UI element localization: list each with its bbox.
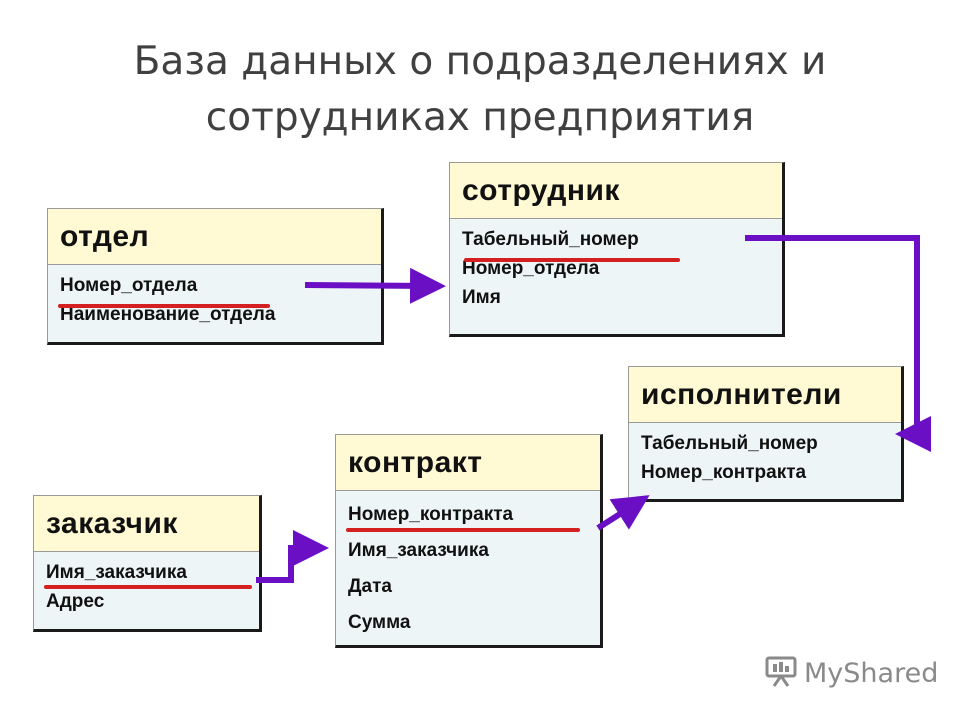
entity-ispolniteli-field-nomer-kontrakta: Номер_контракта <box>641 462 807 483</box>
entity-otdel-field-naimenovanie: Наименование_отдела <box>60 304 276 325</box>
page-title-line-2: сотрудниках предприятия <box>205 95 755 140</box>
entity-zakazchik-header: заказчик <box>34 496 259 552</box>
entity-ispolniteli: исполнители Табельный_номер Номер_контра… <box>628 366 904 502</box>
entity-sotrudnik-field-tabelnyi-nomer: Табельный_номер <box>462 229 639 250</box>
entity-sotrudnik-field-nomer-otdela: Номер_отдела <box>462 258 600 279</box>
link-zakazchik-to-kontrakt <box>256 530 329 583</box>
page-title: База данных о подразделениях и сотрудник… <box>0 34 960 146</box>
entity-ispolniteli-header: исполнители <box>629 367 901 423</box>
watermark-brand: MyShared <box>804 658 939 689</box>
entity-kontrakt-field-imya-zakazchika: Имя_заказчика <box>348 540 489 561</box>
watermark-logo: MyShared <box>764 654 938 693</box>
presentation-board-icon <box>764 654 798 693</box>
page-title-line-1: База данных о подразделениях и <box>133 39 827 84</box>
entity-sotrudnik: сотрудник Табельный_номер Номер_отдела И… <box>449 162 785 337</box>
entity-otdel-field-nomer-otdela: Номер_отдела <box>60 275 198 296</box>
entity-kontrakt-field-nomer-kontrakta: Номер_контракта <box>348 504 514 525</box>
entity-kontrakt-field-data: Дата <box>348 576 392 597</box>
entity-zakazchik-field-imya-zakazchika: Имя_заказчика <box>46 562 187 583</box>
entity-kontrakt-field-summa: Сумма <box>348 612 411 633</box>
entity-kontrakt-header: контракт <box>336 435 600 491</box>
entity-ispolniteli-field-tabelnyi-nomer: Табельный_номер <box>641 433 818 454</box>
entity-zakazchik-field-adres: Адрес <box>46 591 105 612</box>
entity-sotrudnik-header: сотрудник <box>450 163 782 219</box>
entity-otdel: отдел Номер_отдела Наименование_отдела <box>47 208 384 345</box>
entity-otdel-header: отдел <box>48 209 381 265</box>
entity-kontrakt: контракт Номер_контракта Имя_заказчика Д… <box>335 434 603 648</box>
entity-sotrudnik-field-imya: Имя <box>462 287 501 308</box>
link-kontrakt-to-ispolniteli <box>596 495 650 531</box>
entity-zakazchik: заказчик Имя_заказчика Адрес <box>33 495 262 632</box>
